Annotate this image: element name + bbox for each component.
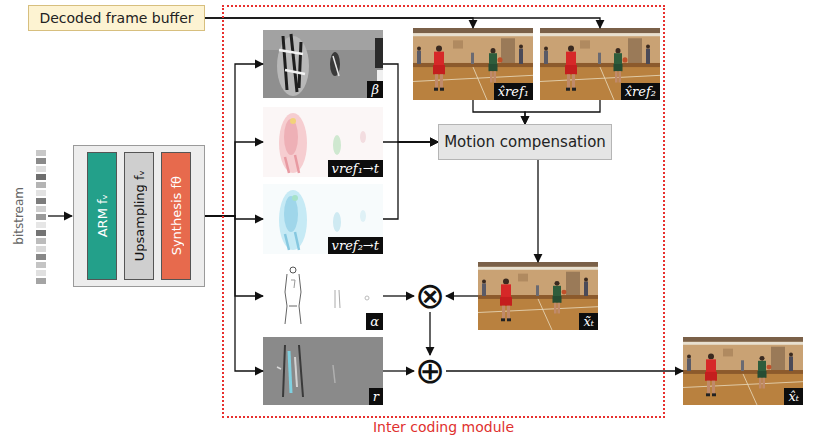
- residual-map: [263, 337, 383, 405]
- panel-label: x̂ₜ: [784, 388, 803, 405]
- connector-arrow: [537, 160, 538, 262]
- node-label: Synthesis fθ: [169, 176, 184, 255]
- alpha-map: [263, 262, 383, 330]
- arm-block: ARM fᵥ: [87, 152, 117, 280]
- flow-map-2: [263, 184, 383, 254]
- connector-arrow: [205, 18, 473, 28]
- process-box: Motion compensation: [438, 124, 612, 160]
- connector-arrow: [383, 142, 438, 219]
- connector-arrow: [383, 64, 438, 142]
- connector-arrow: [429, 312, 430, 355]
- connector-arrow: [446, 295, 478, 296]
- connector-arrow: [446, 370, 683, 371]
- connector-arrow: [473, 100, 525, 124]
- panel-label: α: [366, 313, 383, 330]
- bitstream-label: bitstream: [12, 187, 26, 245]
- reference-frame-2: [540, 28, 660, 100]
- node-label: Decoded frame buffer: [39, 10, 193, 26]
- add-operator: ⊕: [414, 355, 446, 387]
- connector-arrow: [383, 370, 414, 371]
- module-label: Inter coding module: [224, 419, 663, 435]
- image-panel: x̂ref₁: [413, 28, 533, 100]
- panel-label: vref₂→t: [328, 237, 383, 254]
- image-panel: x̂ref₂: [540, 28, 660, 100]
- panel-label: β: [367, 81, 383, 98]
- image-panel: vref₂→t: [263, 184, 383, 254]
- beta-map: [263, 30, 383, 98]
- node-label: Motion compensation: [444, 133, 606, 151]
- bitstream-bits: [36, 150, 72, 284]
- panel-label: vref₁→t: [328, 160, 383, 177]
- node-label: ARM fᵥ: [95, 194, 110, 237]
- synthesis-block: Synthesis fθ: [161, 152, 191, 280]
- image-panel: α: [263, 262, 383, 330]
- image-panel: x̂ₜ: [683, 337, 803, 405]
- module-frame: Inter coding moduleβx̂ref₁x̂ref₂vref₁→tM…: [222, 5, 665, 418]
- reference-frame-1: [413, 28, 533, 100]
- buffer-box: Decoded frame buffer: [28, 5, 205, 31]
- decoded-frame: [683, 337, 803, 405]
- panel-label: x̃ₜ: [579, 313, 598, 330]
- connector-arrow: [525, 100, 600, 124]
- prediction-frame: [478, 262, 598, 330]
- image-panel: vref₁→t: [263, 107, 383, 177]
- image-panel: β: [263, 30, 383, 98]
- multiply-operator: ⊗: [414, 280, 446, 312]
- node-label: ⊗: [415, 280, 445, 312]
- panel-label: x̂ref₁: [494, 83, 533, 100]
- panel-label: r: [369, 388, 383, 405]
- upsampling-block: Upsampling fᵥ: [124, 152, 154, 280]
- image-panel: r: [263, 337, 383, 405]
- connector-arrow: [205, 18, 600, 28]
- node-label: Upsampling fᵥ: [132, 170, 147, 261]
- panel-label: x̂ref₂: [621, 83, 660, 100]
- node-label: ⊕: [415, 355, 445, 387]
- connector-arrow: [383, 295, 414, 296]
- image-panel: x̃ₜ: [478, 262, 598, 330]
- flow-map-1: [263, 107, 383, 177]
